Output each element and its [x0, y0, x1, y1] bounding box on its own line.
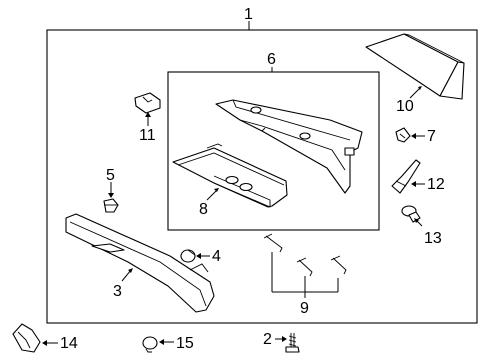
callout-8-number: 8 [199, 201, 208, 218]
part-9-wire-clips[interactable] [263, 233, 347, 277]
part-4-stopper[interactable] [180, 249, 196, 263]
callout-12-number: 12 [427, 176, 445, 193]
part-5-push-pin[interactable] [103, 198, 119, 213]
callout-4-number: 4 [212, 248, 221, 265]
subassembly-frame [167, 71, 380, 231]
part-12-bracket[interactable] [391, 159, 421, 194]
part-7-clip[interactable] [395, 127, 411, 143]
callout-13[interactable]: 13 [414, 218, 442, 247]
part-11-clip[interactable] [134, 92, 161, 114]
callout-13-number: 13 [424, 230, 442, 247]
assembly-frame [46, 29, 478, 324]
callout-9[interactable]: 9 [271, 252, 339, 317]
part-2-bolt[interactable] [285, 333, 300, 353]
callout-3[interactable]: 3 [113, 268, 133, 300]
callout-3-number: 3 [113, 283, 122, 300]
callout-7-number: 7 [427, 128, 436, 145]
callout-9-number: 9 [300, 300, 309, 317]
part-3-door[interactable] [65, 213, 215, 313]
callout-10[interactable]: 10 [396, 86, 422, 115]
callout-15[interactable]: 15 [159, 335, 194, 352]
callout-6[interactable]: 6 [267, 51, 276, 72]
callout-1-number: 1 [244, 6, 253, 23]
callout-7[interactable]: 7 [411, 128, 436, 145]
callout-2[interactable]: 2 [263, 331, 287, 348]
callout-12[interactable]: 12 [411, 176, 445, 193]
callout-6-number: 6 [267, 51, 276, 68]
callout-15-number: 15 [176, 335, 194, 352]
callout-14-number: 14 [60, 335, 78, 352]
callout-5[interactable]: 5 [106, 167, 115, 198]
callout-11-number: 11 [139, 127, 156, 144]
callout-8[interactable]: 8 [199, 188, 219, 218]
callout-2-number: 2 [263, 331, 272, 348]
callout-11[interactable]: 11 [139, 112, 156, 144]
callout-14[interactable]: 14 [42, 335, 78, 352]
callout-5-number: 5 [106, 167, 115, 184]
part-15-push-pin[interactable] [142, 336, 158, 353]
part-14-clip[interactable] [12, 323, 41, 353]
part-8-tray[interactable] [172, 143, 288, 208]
part-10-liner[interactable] [365, 33, 465, 100]
callout-10-number: 10 [396, 98, 414, 115]
callout-1[interactable]: 1 [244, 6, 253, 30]
part-6-glovebox-bin[interactable] [215, 99, 363, 194]
callout-4[interactable]: 4 [196, 248, 221, 265]
